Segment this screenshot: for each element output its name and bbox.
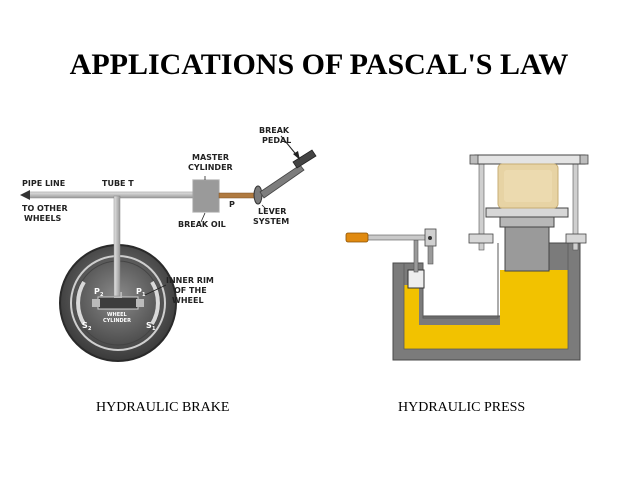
push-rod xyxy=(218,192,256,199)
wheel-cylinder xyxy=(97,296,139,310)
label-s1-sub: 1 xyxy=(152,326,156,332)
label-lever-1: LEVER xyxy=(258,207,286,216)
label-master-cyl-1: MASTER xyxy=(192,153,229,162)
brake-shoe-right xyxy=(150,280,160,326)
label-inner-rim-1: INNER RIM xyxy=(166,276,214,285)
label-s2: S xyxy=(82,321,88,330)
label-pipe-line: PIPE LINE xyxy=(22,179,65,188)
label-break-pedal-1: BREAK xyxy=(259,126,290,135)
label-p1-sub: 1 xyxy=(142,292,146,298)
label-break-oil: BREAK OIL xyxy=(178,220,226,229)
label-p2: P xyxy=(94,287,100,296)
caption-hydraulic-brake: HYDRAULIC BRAKE xyxy=(96,400,230,415)
label-inner-rim-3: WHEEL xyxy=(172,296,204,305)
break-pedal xyxy=(292,149,317,169)
label-s2-sub: 2 xyxy=(88,326,92,332)
label-p2-sub: 2 xyxy=(100,292,104,298)
label-lever-2: SYSTEM xyxy=(253,217,289,226)
pipe-arrow xyxy=(20,190,30,200)
label-inner-rim-2: OF THE xyxy=(174,286,207,295)
label-p: P xyxy=(229,200,235,209)
label-break-pedal-2: PEDAL xyxy=(262,136,291,145)
slide-title: APPLICATIONS OF PASCAL'S LAW xyxy=(69,48,569,81)
brake-shoe-left xyxy=(76,280,86,326)
master-cylinder xyxy=(192,179,220,213)
lever-arm xyxy=(259,164,305,199)
label-to-other-2: WHEELS xyxy=(24,214,62,223)
pipe-line xyxy=(27,191,197,199)
label-to-other-1: TO OTHER xyxy=(22,204,68,213)
tube-t-vertical xyxy=(113,195,121,297)
label-s1: S xyxy=(146,321,152,330)
wheel xyxy=(59,244,177,362)
label-master-cyl-2: CYLINDER xyxy=(188,163,233,172)
label-tube-t: TUBE T xyxy=(102,179,134,188)
caption-hydraulic-press: HYDRAULIC PRESS xyxy=(398,400,526,415)
label-wheel-cyl-2: CYLINDER xyxy=(103,318,131,324)
label-wheel-cyl-1: WHEEL xyxy=(107,312,128,318)
label-p1: P xyxy=(136,287,142,296)
lever-disc xyxy=(253,185,263,205)
